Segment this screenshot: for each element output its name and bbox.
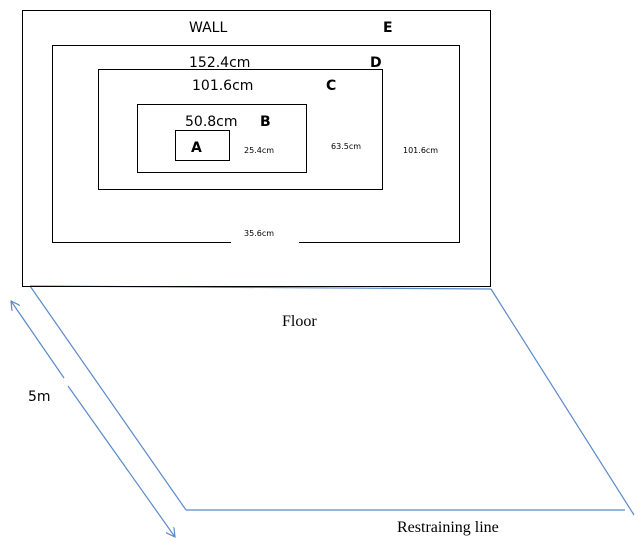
zone-c-letter: C [326, 78, 337, 94]
floor-right-edge [490, 288, 635, 516]
zone-d-gap-label: 35.6cm [244, 229, 275, 238]
floor-left-edge [29, 285, 187, 511]
zone-a-letter: A [191, 140, 202, 156]
zone-b-letter: B [260, 114, 271, 130]
zone-c [98, 69, 383, 190]
floor-label: Floor [282, 313, 317, 330]
zone-b-side-label: 63.5cm [331, 142, 362, 151]
distance-arrow-lower [67, 385, 175, 537]
zone-d-size: 152.4cm [189, 55, 251, 71]
zone-d-gap [231, 240, 299, 246]
zone-e-letter: E [383, 20, 393, 36]
zone-a-side-label: 25.4cm [244, 146, 275, 155]
distance-label: 5m [28, 389, 51, 405]
restraining-line-label: Restraining line [397, 519, 499, 536]
wall-zone-e [22, 10, 491, 287]
zone-d-letter: D [370, 55, 382, 71]
zone-c-size: 101.6cm [192, 78, 254, 94]
wall-title: WALL [189, 20, 228, 36]
distance-arrow-upper [11, 301, 65, 379]
zone-a [175, 130, 230, 161]
zone-b [137, 104, 307, 173]
zone-b-size: 50.8cm [185, 114, 238, 130]
zone-c-side-label: 101.6cm [403, 146, 439, 155]
